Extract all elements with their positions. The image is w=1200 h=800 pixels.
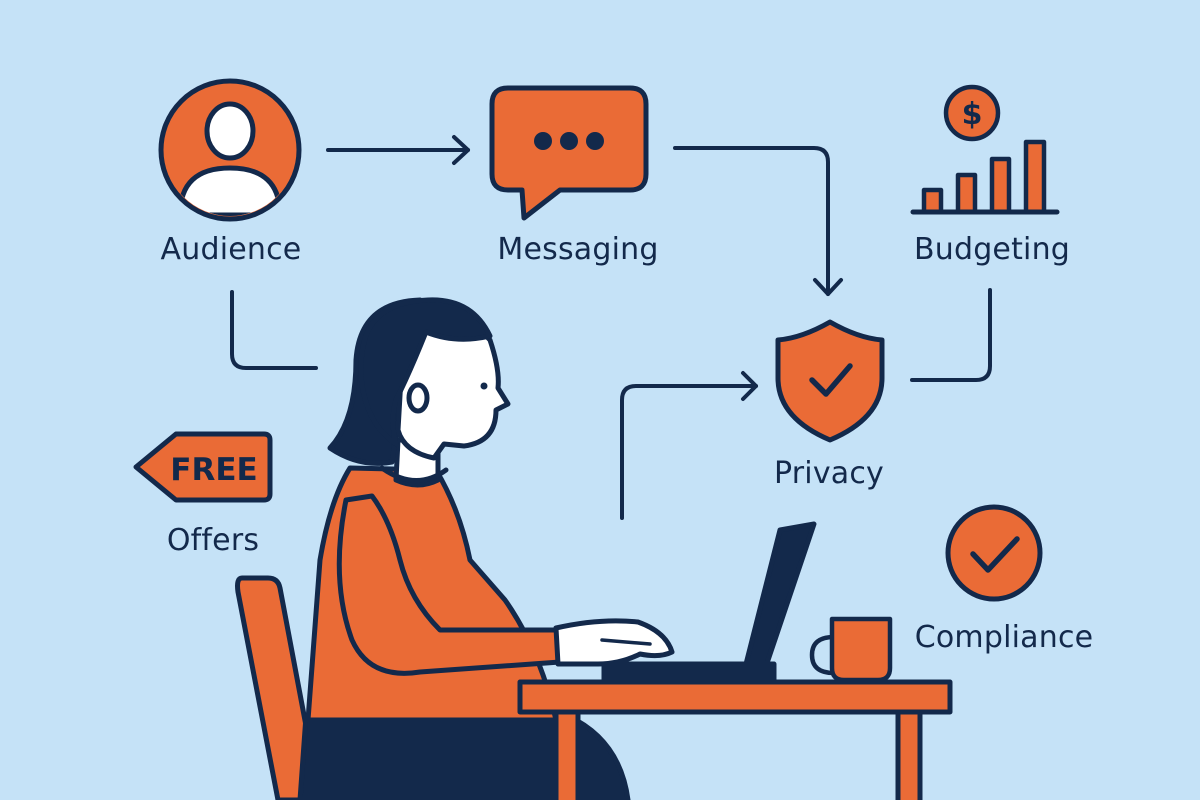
person-at-laptop	[297, 297, 675, 800]
arrowhead-laptop-privacy	[741, 371, 758, 401]
connector-budgeting-privacy	[910, 288, 992, 382]
chat-bubble-icon	[489, 85, 649, 221]
price-tag-icon: FREE	[133, 431, 273, 503]
compliance-label: Compliance	[914, 620, 1094, 655]
offers-tag-text: FREE	[170, 452, 257, 488]
messaging-label: Messaging	[497, 232, 659, 267]
shield-check-icon	[775, 319, 885, 443]
bar-chart-dollar-icon: $	[910, 84, 1060, 215]
connector-audience-person	[230, 290, 318, 370]
arrowhead-audience-messaging	[452, 135, 470, 165]
user-avatar-icon	[158, 78, 302, 222]
check-circle-icon	[945, 504, 1043, 602]
offers-label: Offers	[166, 523, 260, 558]
connector-messaging-privacy	[673, 146, 830, 296]
chair	[235, 575, 323, 800]
desk	[517, 679, 953, 800]
arrowhead-messaging-privacy	[813, 278, 843, 296]
laptop	[601, 521, 817, 685]
budgeting-label: Budgeting	[913, 232, 1071, 267]
audience-label: Audience	[160, 232, 302, 267]
privacy-label: Privacy	[773, 456, 885, 491]
svg-text:$: $	[962, 97, 983, 132]
connector-laptop-privacy	[620, 384, 758, 520]
coffee-mug-icon	[809, 616, 893, 683]
